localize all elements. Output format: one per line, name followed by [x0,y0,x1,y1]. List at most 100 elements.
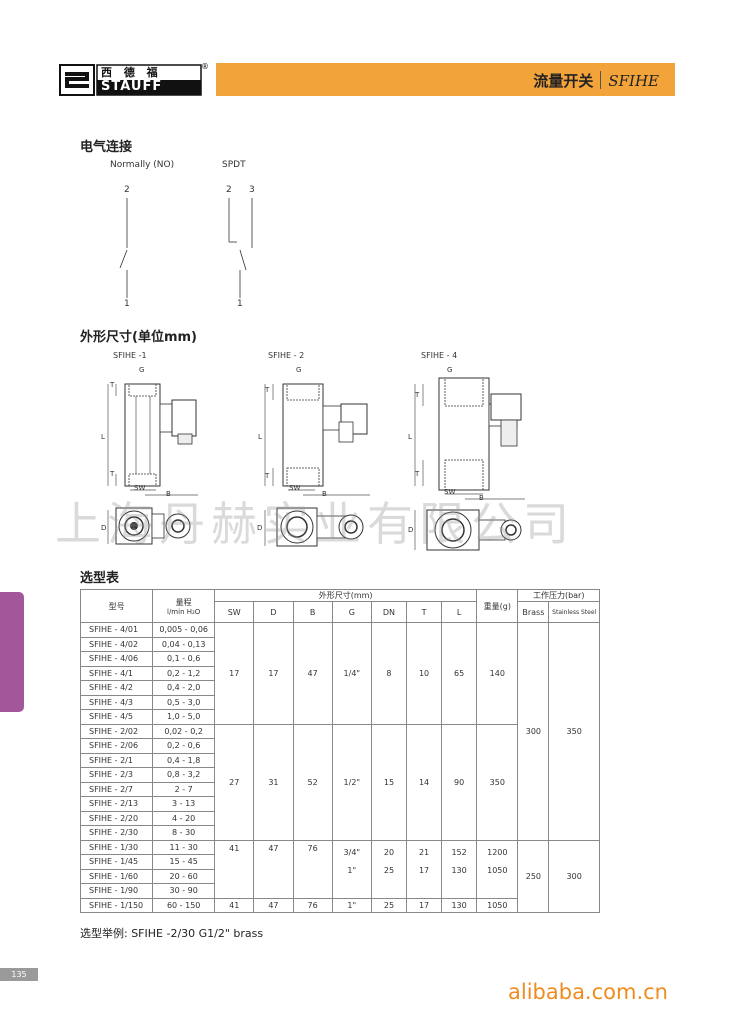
cell-t-g4: 10 [405,622,443,725]
drawing-label-2: SFIHE - 2 [268,351,305,360]
cell-weight-g1-a: 1200 [487,847,508,857]
cell-model: SFIHE - 1/60 [79,868,154,884]
cell-dn-g1-a: 20 [383,847,395,857]
cell-l-g1-b: 130 [451,865,467,875]
cell-range: 0,5 - 3,0 [152,694,216,710]
cell-brass-small: 300 [517,622,550,841]
dim-sw-2: SW [289,484,301,492]
col-t: T [405,601,443,623]
dim-t-1a: T [110,381,115,389]
cell-range: 0,4 - 2,0 [152,680,216,696]
cell-range: 0,2 - 0,6 [152,738,216,754]
cell-l-last: 130 [441,897,478,913]
dim-t-3a: T [415,391,420,399]
col-stainless: Stainless Steel [548,601,600,623]
dimension-drawing-3 [414,377,525,551]
product-type: 流量开关 [533,72,594,90]
cell-model: SFIHE - 1/30 [79,839,154,855]
cell-range: 30 - 90 [152,883,216,899]
cell-weight-g2: 350 [476,723,519,841]
cell-g-g1-b: 1" [347,865,357,875]
dim-sw-3: SW [444,488,456,496]
cell-g-g1: 3/4" 1" [331,839,372,899]
dim-t-2a: T [265,386,270,394]
pin-1-no: 1 [124,299,130,309]
cell-g-g1-a: 3/4" [343,847,361,857]
logo-en-text: STAUFF [101,79,163,94]
cell-stainless-large: 300 [548,839,600,913]
col-model: 型号 [79,589,154,623]
cell-g-g4: 1/4" [331,622,372,725]
cell-model: SFIHE - 2/30 [79,825,154,841]
cell-model: SFIHE - 2/7 [79,781,154,797]
dim-b-3: B [479,494,484,502]
dim-l-2: L [258,433,262,441]
cell-sw-g1: 41 [214,839,255,899]
cell-range: 1,0 - 5,0 [152,709,216,725]
col-sw: SW [214,601,255,623]
logo-cn-text: 西 德 福 [101,66,162,79]
cell-model: SFIHE - 2/20 [79,810,154,826]
col-dn: DN [370,601,408,623]
cell-dn-g2: 15 [370,723,408,841]
cell-model: SFIHE - 4/5 [79,709,154,725]
dim-d-2: D [257,524,263,532]
cell-t-g1-a: 21 [418,847,430,857]
cell-model: SFIHE - 4/06 [79,651,154,667]
dim-t-1b: T [110,470,115,478]
page-number: 135 [0,968,38,981]
cell-model: SFIHE - 4/3 [79,694,154,710]
cell-range: 11 - 30 [152,839,216,855]
dim-t-3b: T [415,470,420,478]
cell-l-g1: 152 130 [441,839,478,899]
cell-dn-g1-b: 25 [383,865,395,875]
cell-range: 0,2 - 1,2 [152,665,216,681]
product-model: SFIHE [608,72,659,90]
col-pressure-group: 工作压力(bar) [517,589,600,602]
cell-range: 8 - 30 [152,825,216,841]
stauff-logo: 西 德 福 STAUFF ® [59,62,209,96]
pin-2-no: 2 [124,185,130,195]
normally-open-label: Normally (NO) [110,160,175,170]
cell-sw-g2: 27 [214,723,255,841]
cell-sw-g4: 17 [214,622,255,725]
pin-1-spdt: 1 [237,299,243,309]
dim-b-1: B [166,490,171,498]
col-g: G [331,601,372,623]
cell-range: 0,4 - 1,8 [152,752,216,768]
cell-g-last: 1" [331,897,372,913]
dim-g-2: G [296,366,302,374]
cell-b-g1: 76 [292,839,333,899]
cell-dn-last: 25 [370,897,408,913]
col-l: L [441,601,478,623]
cell-model: SFIHE - 4/01 [79,622,154,638]
cell-range: 3 - 13 [152,796,216,812]
cell-range: 2 - 7 [152,781,216,797]
cell-l-g1-a: 152 [451,847,467,857]
cell-sw-last: 41 [214,897,255,913]
electrical-title: 电气连接 [80,140,133,155]
table-row: SFIHE - 4/01 0,005 - 0,06 17 17 47 1/4" … [79,622,600,841]
dimension-drawing-2 [264,383,370,547]
table-row: SFIHE - 2/02 0,02 - 0,2 27 31 52 1/2" 15… [79,723,600,841]
cell-range: 0,1 - 0,6 [152,651,216,667]
cell-model: SFIHE - 2/1 [79,752,154,768]
col-d: D [253,601,294,623]
cell-l-g4: 65 [441,622,478,725]
dim-d-1: D [101,524,107,532]
cell-l-g2: 90 [441,723,478,841]
cell-range: 15 - 45 [152,854,216,870]
dim-g-3: G [447,366,453,374]
footer-brand: alibaba.com.cn [508,980,668,1004]
cell-g-g2: 1/2" [331,723,372,841]
cell-model: SFIHE - 2/06 [79,738,154,754]
cell-range: 0,8 - 3,2 [152,767,216,783]
